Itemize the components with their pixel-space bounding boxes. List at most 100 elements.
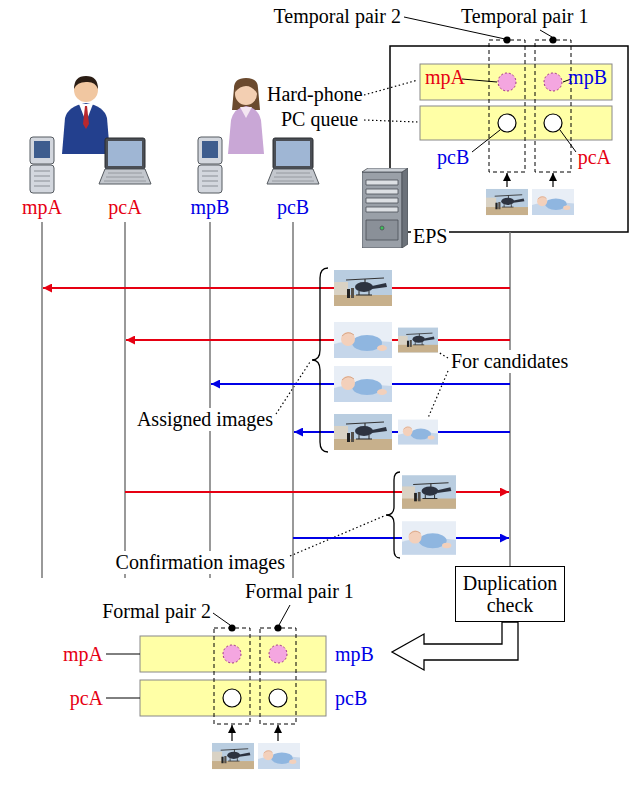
pair-label: Temporal pair 2 [273, 5, 402, 28]
woman-figure [235, 81, 257, 93]
server-icon [366, 180, 398, 185]
terminal-label: mpB [190, 196, 231, 219]
note-label: Assigned images [136, 408, 274, 431]
queue-label: Hard-phone [266, 83, 364, 106]
pair-label: Formal pair 2 [101, 600, 212, 623]
server-icon [366, 189, 398, 194]
image-arrow [277, 725, 278, 741]
curly-brace [312, 268, 328, 452]
terminal-label: mpB [334, 643, 375, 666]
queue-label: PC queue [280, 108, 359, 131]
leader-dot [229, 37, 557, 632]
pc-slot [498, 114, 516, 132]
woman-figure [228, 106, 264, 154]
node-label: Duplication check [463, 572, 557, 616]
woman-figure [232, 78, 260, 110]
photo-image [334, 270, 392, 306]
terminal-label: pcB [276, 196, 310, 219]
server-node: EPS [362, 168, 449, 248]
terminal-label: pcA [577, 146, 612, 169]
queue-band [140, 680, 326, 716]
lifeline [41, 222, 43, 578]
image-arrow [506, 173, 507, 187]
note-label: For candidates [450, 350, 569, 373]
curly-brace [386, 472, 400, 558]
server-icon [402, 168, 408, 248]
pair-bracket [214, 628, 250, 724]
leader-dot [275, 625, 282, 632]
leader-line [106, 698, 140, 699]
dotted-leader [364, 80, 418, 95]
photo-image [402, 521, 456, 555]
server-icon [366, 207, 398, 212]
photo-image [258, 743, 300, 769]
leader-line [462, 79, 497, 82]
pair-bracket [260, 628, 296, 724]
leader-line [106, 654, 140, 655]
photo-image [212, 743, 254, 769]
leader-line [279, 605, 290, 625]
image-arrow [231, 725, 232, 741]
terminal-label: pcB [436, 146, 470, 169]
pair-label: Temporal pair 1 [460, 5, 589, 28]
message-arrow [293, 537, 509, 539]
man-figure [62, 103, 110, 154]
note-label: Confirmation images [115, 551, 286, 574]
leader-line [540, 30, 552, 37]
lifeline [42, 222, 510, 578]
lifeline [209, 222, 211, 578]
photo-image [486, 189, 528, 215]
message-arrow [126, 339, 510, 341]
leader-dot [229, 625, 236, 632]
photo-image [532, 189, 574, 215]
phone-slot [498, 73, 516, 91]
phone-slot [544, 73, 562, 91]
photo-image [334, 366, 392, 402]
terminal-label: pcA [69, 687, 104, 710]
server-icon [380, 226, 384, 230]
pair-label: Formal pair 1 [244, 580, 355, 603]
server-icon [362, 168, 408, 172]
leader-line [213, 613, 230, 625]
photo-image [402, 475, 456, 509]
leader-line [560, 130, 576, 152]
process-box: Duplication check [455, 566, 565, 622]
man-figure [62, 76, 110, 154]
photo-image [398, 328, 438, 353]
laptop-pc [267, 138, 319, 184]
pc-slot [223, 689, 241, 707]
man-figure [74, 76, 98, 89]
terminal-label: mpA [62, 643, 104, 666]
hollow-arrow [392, 622, 518, 670]
curly-brace [312, 268, 400, 558]
lifeline [124, 222, 126, 578]
lifeline [292, 222, 294, 578]
pair-bracket [214, 40, 571, 724]
leader-dot [550, 37, 557, 44]
photo-image [212, 189, 574, 769]
dotted-leader [438, 352, 448, 358]
phone-slot [223, 645, 241, 663]
hollow-arrow [392, 622, 518, 670]
dotted-leader [364, 120, 418, 122]
queue-panel [390, 46, 628, 232]
message-arrow [43, 287, 510, 289]
queue-band [420, 106, 612, 140]
server-icon [362, 172, 402, 248]
laptop-pc [99, 138, 319, 184]
pc-slot [544, 114, 562, 132]
woman-figure [228, 78, 264, 154]
image-arrow [232, 173, 553, 741]
node-label: EPS [411, 225, 449, 248]
terminal-label: pcA [107, 196, 142, 219]
message-arrow [43, 288, 510, 538]
photo-image [334, 414, 392, 450]
queue-band [140, 636, 326, 672]
leader-line [106, 17, 576, 698]
pair-bracket [489, 40, 525, 172]
mobile-phone [30, 137, 222, 193]
photo-image [398, 420, 438, 445]
image-arrow [552, 173, 553, 187]
pair-bracket [535, 40, 571, 172]
